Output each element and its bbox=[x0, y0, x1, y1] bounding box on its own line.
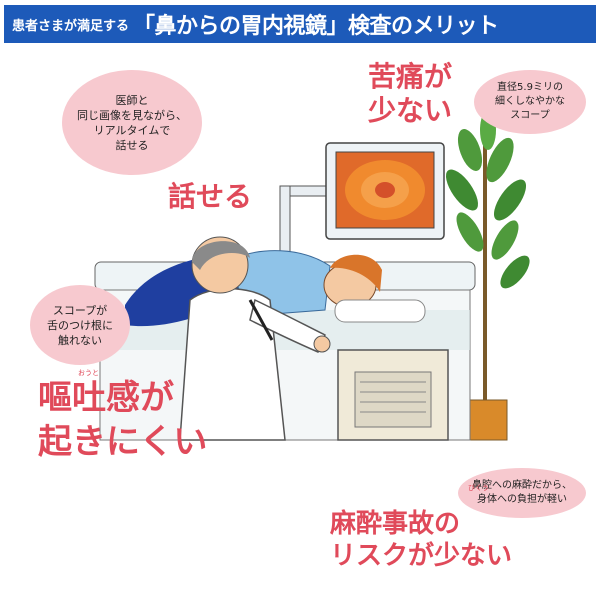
patient-hair bbox=[330, 254, 382, 292]
bubble-thin-scope: 直径5.9ミリの 細くしなやかな スコープ bbox=[474, 70, 586, 134]
headline-accident: 麻酔事故の リスクが少ない bbox=[330, 509, 513, 571]
ruby-nausea: おうと bbox=[78, 369, 99, 377]
bubble-anesthesia: 鼻腔への麻酔だから、 身体への負担が軽い bbox=[458, 468, 586, 518]
title-banner: 患者さまが満足する 「鼻からの胃内視鏡」検査のメリット bbox=[4, 5, 596, 43]
plant-illustration bbox=[445, 110, 530, 441]
headline-talk: 話せる bbox=[168, 180, 253, 213]
bubble-tongue: スコープが 舌のつけ根に 触れない bbox=[30, 285, 130, 365]
headline-nausea: 嘔吐感が 起きにくい bbox=[38, 378, 208, 462]
headline-pain: 苦痛が 少ない bbox=[368, 60, 453, 127]
banner-prefix: 患者さまが満足する bbox=[12, 18, 130, 34]
doctor-illustration bbox=[179, 236, 331, 441]
banner-title: 「鼻からの胃内視鏡」検査のメリット bbox=[133, 14, 499, 39]
bubble-doctor-talk: 医師と 同じ画像を見ながら、 リアルタイムで 話せる bbox=[62, 70, 202, 175]
ruby-nasal: びくう bbox=[468, 484, 489, 492]
